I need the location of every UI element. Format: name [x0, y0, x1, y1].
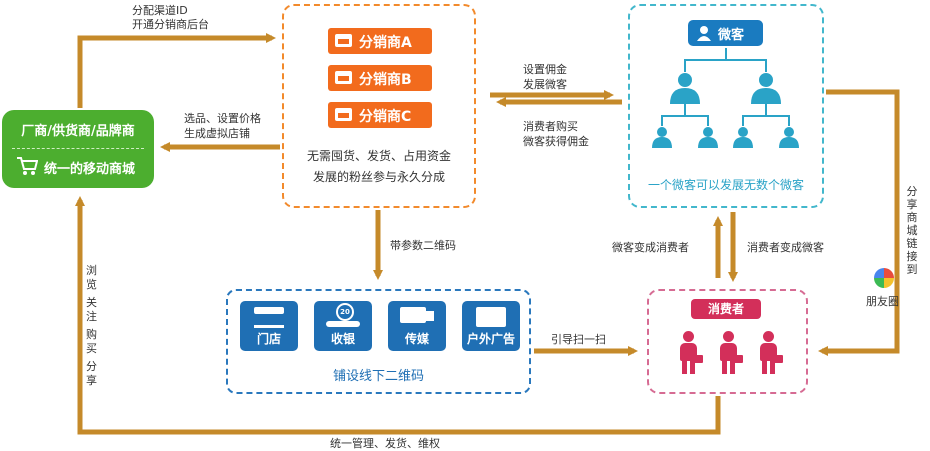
qr-item-store-label: 门店 [256, 332, 281, 346]
moments-icon [874, 268, 894, 288]
weike-title: 微客 [718, 28, 745, 43]
label-virtual-shop: 生成虚拟店铺 [184, 127, 250, 140]
shopper-icon [757, 331, 783, 375]
weike-box: 微客 一个微客可以发展无数个微客 [628, 4, 824, 208]
share-char: 到 [906, 263, 918, 276]
label-open-backend: 开通分销商后台 [132, 18, 209, 31]
label-moments: 朋友圈 [866, 295, 899, 308]
share-char: 分 [906, 185, 918, 198]
label-assign-id: 分配渠道ID [132, 4, 188, 17]
weike-tree [652, 48, 799, 148]
label-unified: 统一管理、发货、维权 [330, 437, 440, 450]
qr-item-store: 门店 [240, 301, 298, 351]
browse-char: 享 [86, 374, 97, 387]
browse-char: 买 [86, 342, 97, 355]
browse-vertical-label: 浏 览 关 注 购 买 分 享 [86, 264, 114, 388]
label-develop-weike: 发展微客 [523, 78, 567, 91]
consumer-box: 消费者 [647, 289, 808, 394]
browse-char: 关 [86, 296, 97, 309]
browse-char: 购 [86, 328, 97, 341]
shop-icon [335, 108, 352, 121]
distributor-b: 分销商B [328, 65, 432, 91]
distributor-desc-line1: 无需囤货、发货、占用资金 [306, 149, 451, 163]
qr-box: 门店 20 收银 传媒 户外广告 铺设线下二维码 [226, 289, 531, 394]
factory-box: 厂商/供货商/品牌商 统一的移动商城 [2, 110, 154, 188]
share-char: 链 [906, 237, 918, 250]
label-consumer-buy: 消费者购买 [523, 120, 578, 133]
label-select-goods: 选品、设置价格 [184, 112, 261, 125]
label-weike-gain: 微客获得佣金 [523, 135, 589, 148]
label-guide-scan: 引导扫一扫 [551, 333, 606, 346]
factory-subtitle: 统一的移动商城 [44, 162, 136, 177]
user-icon [697, 26, 711, 41]
camera-lens-icon [426, 311, 434, 321]
share-char: 商 [906, 211, 918, 224]
label-qr-param: 带参数二维码 [390, 239, 456, 252]
distributor-box: 分销商A 分销商B 分销商C 无需囤货、发货、占用资金 发展的粉丝参与永久分成 [282, 4, 476, 208]
shopper-icon [717, 331, 743, 375]
factory-title: 厂商/供货商/品牌商 [21, 124, 135, 139]
weike-title-badge: 微客 [688, 20, 763, 46]
share-char: 城 [906, 224, 918, 237]
label-weike-to-consumer: 微客变成消费者 [612, 241, 689, 254]
distributor-desc-line2: 发展的粉丝参与永久分成 [312, 170, 445, 184]
distributor-b-label: 分销商B [359, 72, 412, 88]
qr-caption: 铺设线下二维码 [332, 369, 424, 384]
distributor-a: 分销商A [328, 28, 432, 54]
share-vertical-label: 分 享 商 城 链 接 到 [905, 185, 919, 276]
shop-icon [335, 71, 352, 84]
billboard-icon [476, 307, 506, 327]
browse-char: 览 [86, 278, 97, 291]
label-set-commission: 设置佣金 [523, 63, 567, 76]
qr-item-cashier: 20 收银 [314, 301, 372, 351]
shopper-icon [677, 331, 703, 375]
store-icon [254, 307, 284, 328]
qr-item-cashier-label: 收银 [330, 332, 355, 346]
hand-icon [326, 321, 360, 327]
share-char: 享 [906, 198, 918, 211]
share-char: 接 [906, 250, 918, 263]
browse-char: 分 [86, 360, 97, 373]
shop-icon [335, 34, 352, 47]
browse-char: 浏 [86, 264, 97, 277]
distributor-c-label: 分销商C [359, 109, 412, 125]
qr-item-media: 传媒 [388, 301, 446, 351]
factory-divider [12, 148, 144, 149]
camera-icon [400, 307, 426, 323]
qr-item-outdoor-label: 户外广告 [466, 332, 515, 346]
distributor-desc: 无需囤货、发货、占用资金 发展的粉丝参与永久分成 [284, 146, 474, 188]
distributor-a-label: 分销商A [359, 35, 412, 51]
cart-icon [17, 157, 38, 175]
browse-char: 注 [86, 310, 97, 323]
consumer-title: 消费者 [691, 299, 761, 319]
qr-item-media-label: 传媒 [404, 332, 429, 346]
qr-item-outdoor: 户外广告 [462, 301, 520, 351]
coin-badge: 20 [340, 308, 350, 316]
weike-caption: 一个微客可以发展无数个微客 [647, 178, 804, 192]
distributor-c: 分销商C [328, 102, 432, 128]
label-consumer-to-weike: 消费者变成微客 [747, 241, 824, 254]
coin-icon: 20 [336, 303, 354, 321]
